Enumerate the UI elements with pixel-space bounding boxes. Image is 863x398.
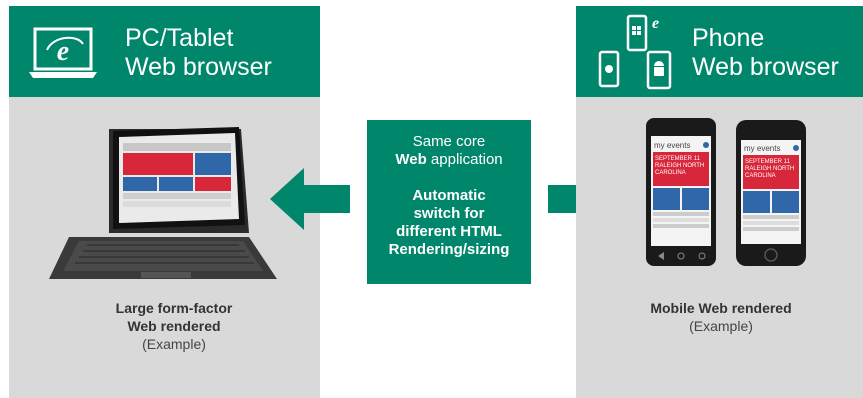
phone-caption-example: (Example) — [689, 318, 753, 334]
phone-caption: Mobile Web rendered (Example) — [616, 299, 826, 335]
svg-text:e: e — [652, 15, 659, 32]
iphone-app-title: my events — [744, 144, 780, 153]
wp-app-title: my events — [654, 141, 690, 150]
iphone-illustration: my events SEPTEMBER 11 RALEIGH NORTH CAR… — [736, 120, 806, 266]
pc-tablet-title: PC/Tablet Web browser — [125, 24, 272, 81]
pc-tablet-caption: Large form-factor Web rendered (Example) — [89, 299, 259, 353]
pc-tablet-panel: e PC/Tablet Web browser Large form-facto… — [9, 6, 320, 398]
svg-text:SEPTEMBER 11: SEPTEMBER 11 — [655, 156, 701, 162]
center-line-1: Same core — [412, 133, 486, 150]
phone-header: e Phone Web browser — [576, 6, 863, 97]
tablet-illustration — [49, 127, 277, 279]
center-web-word: Web — [395, 151, 427, 168]
arrow-left-icon — [270, 168, 350, 230]
devices-icon: e — [598, 14, 672, 90]
svg-text:e: e — [57, 36, 69, 67]
pc-tablet-caption-example: (Example) — [142, 336, 206, 352]
center-bold-text: Automatic switch for different HTML Rend… — [388, 187, 510, 258]
svg-text:RALEIGH NORTH: RALEIGH NORTH — [745, 166, 794, 172]
svg-text:CAROLINA: CAROLINA — [745, 173, 776, 179]
pc-tablet-caption-title: Large form-factor Web rendered — [115, 300, 233, 334]
svg-text:SEPTEMBER 11: SEPTEMBER 11 — [745, 159, 791, 165]
pc-tablet-header: e PC/Tablet Web browser — [9, 6, 320, 97]
core-web-app-box: Same core Web application Automatic swit… — [367, 120, 531, 284]
laptop-ie-icon: e — [29, 27, 97, 78]
phone-panel: e Phone Web browser my events SEPTEMBER … — [576, 6, 863, 398]
svg-text:CAROLINA: CAROLINA — [655, 170, 686, 176]
center-line-2: Web application — [367, 151, 531, 169]
phone-caption-title: Mobile Web rendered — [650, 300, 792, 316]
phone-title: Phone Web browser — [692, 24, 839, 81]
windows-phone-illustration: my events SEPTEMBER 11 RALEIGH NORTH CAR… — [646, 118, 716, 266]
center-application-word: application — [426, 151, 503, 168]
svg-text:RALEIGH NORTH: RALEIGH NORTH — [655, 163, 704, 169]
